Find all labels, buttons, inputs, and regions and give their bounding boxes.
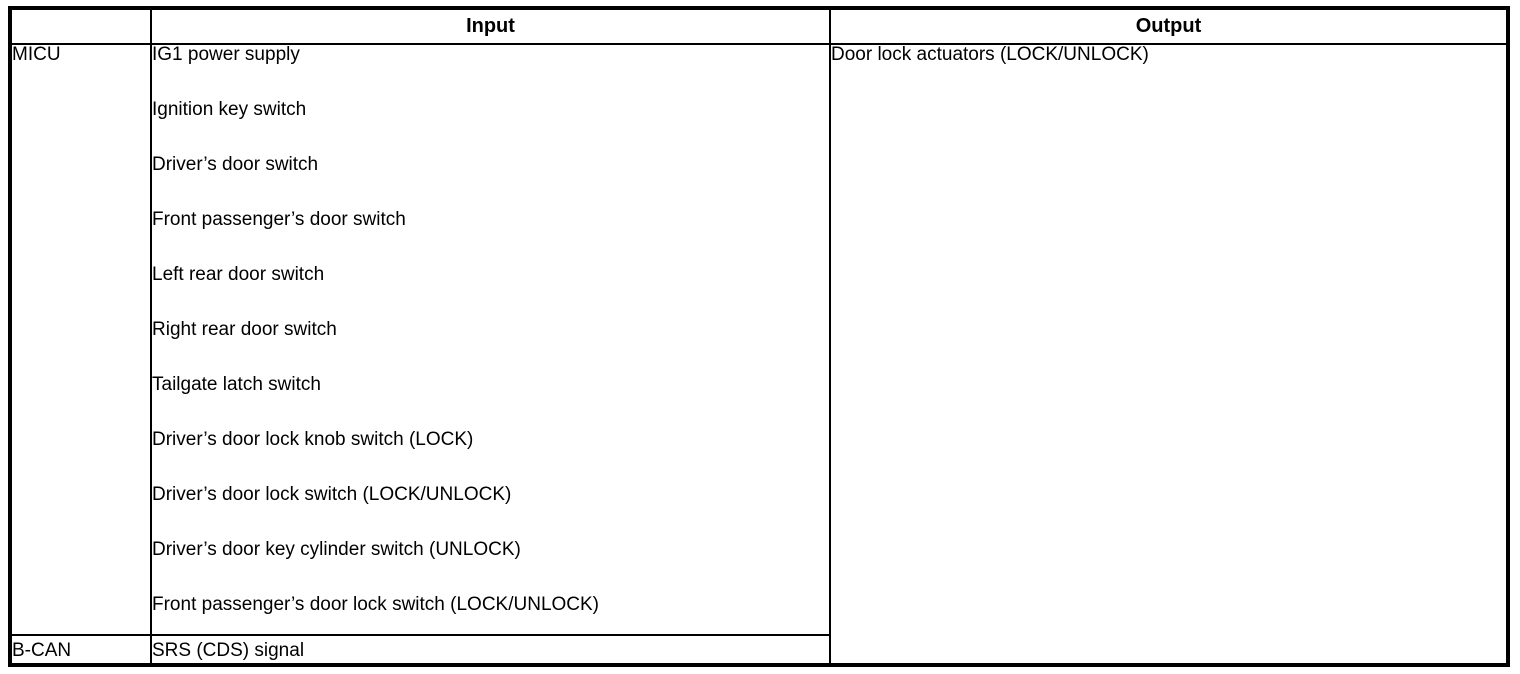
input-line: Driver’s door switch xyxy=(152,154,319,175)
micu-input-output-table: Input Output MICU IG1 power supply Ignit… xyxy=(8,6,1510,667)
input-line: Left rear door switch xyxy=(152,264,325,285)
input-line: SRS (CDS) signal xyxy=(152,640,305,661)
bcan-inputs-cell: SRS (CDS) signal xyxy=(150,634,831,667)
micu-output-cell: Door lock actuators (LOCK/UNLOCK) xyxy=(829,43,1510,666)
header-source-cell xyxy=(8,6,152,45)
input-line: Driver’s door lock knob switch (LOCK) xyxy=(152,429,474,450)
input-line: Front passenger’s door lock switch (LOCK… xyxy=(152,594,600,615)
input-line: Driver’s door lock switch (LOCK/UNLOCK) xyxy=(152,484,512,505)
input-line: Tailgate latch switch xyxy=(152,374,321,395)
bcan-source-label: B-CAN xyxy=(8,634,152,667)
input-line: IG1 power supply xyxy=(152,44,300,65)
table-row-micu: MICU IG1 power supply Ignition key switc… xyxy=(8,43,1510,666)
input-line: Right rear door switch xyxy=(152,319,337,340)
header-output-cell: Output xyxy=(829,6,1510,45)
micu-inputs-cell: IG1 power supply Ignition key switch Dri… xyxy=(150,43,831,636)
table-header-row: Input Output xyxy=(8,6,1510,45)
micu-source-label: MICU xyxy=(8,43,152,636)
input-line: Driver’s door key cylinder switch (UNLOC… xyxy=(152,539,521,560)
output-line: Door lock actuators (LOCK/UNLOCK) xyxy=(831,44,1149,65)
input-line: Front passenger’s door switch xyxy=(152,209,406,230)
table-row-bcan: B-CAN SRS (CDS) signal xyxy=(8,634,1508,667)
input-line: Ignition key switch xyxy=(152,99,307,120)
header-input-cell: Input xyxy=(150,6,831,45)
